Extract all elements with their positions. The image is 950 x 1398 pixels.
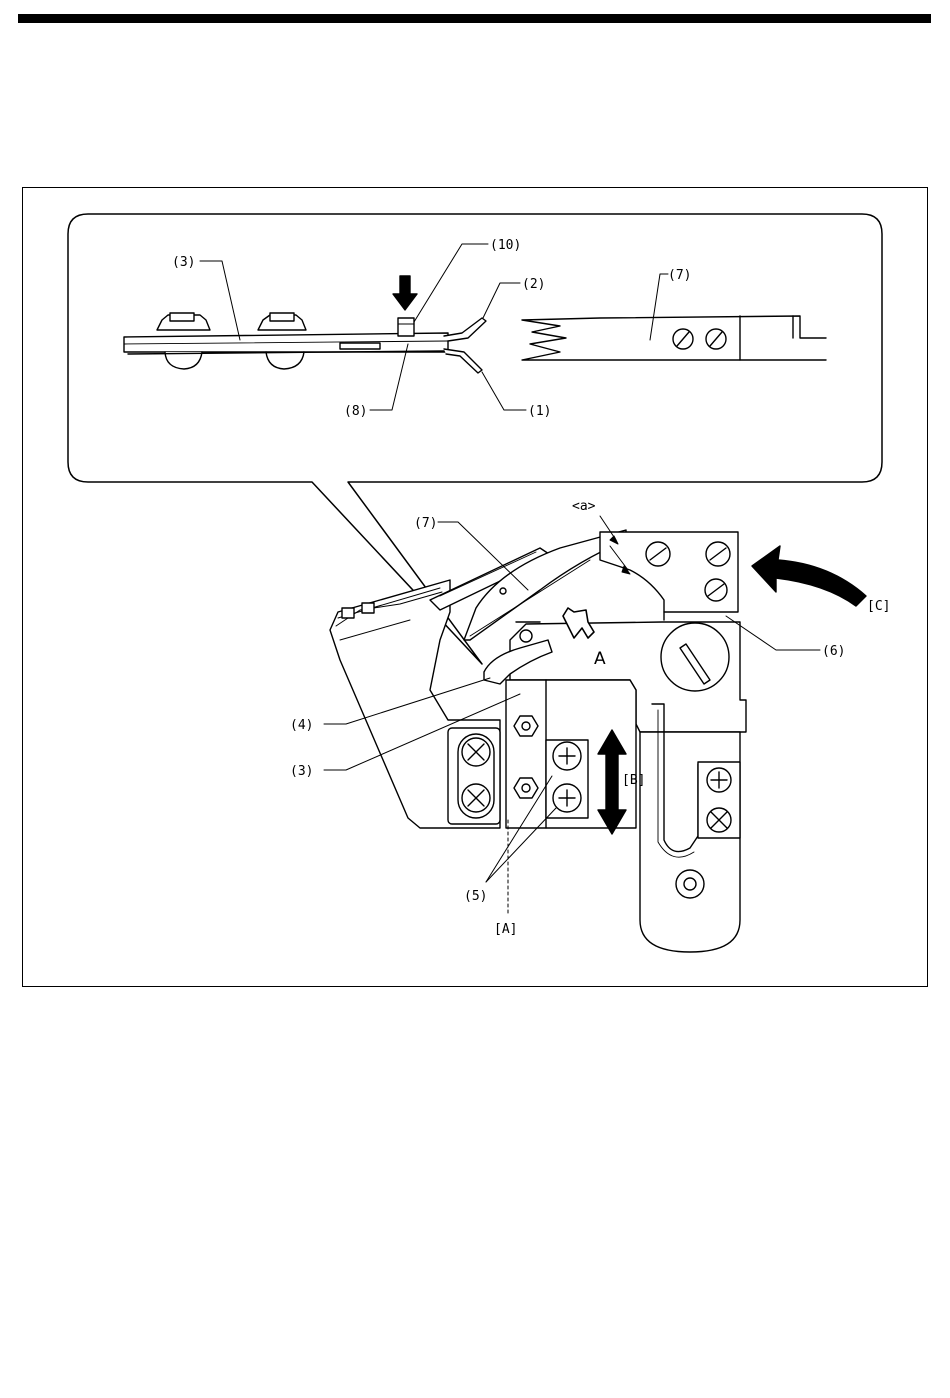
label-main-7: (7) <box>414 516 437 531</box>
detail-callout <box>68 214 882 664</box>
label-main-6: (6) <box>822 644 845 659</box>
label-main-3: (3) <box>290 764 313 779</box>
label-main-C: [C] <box>867 599 890 614</box>
label-main-B: [B] <box>622 773 645 788</box>
label-main-4: (4) <box>290 718 313 733</box>
label-detail-3: (3) <box>172 255 195 270</box>
label-detail-7: (7) <box>668 268 691 283</box>
label-main-A-ref: [A] <box>494 922 517 937</box>
main-assembly <box>330 530 746 952</box>
arrow-C <box>752 546 866 606</box>
label-detail-2: (2) <box>522 277 545 292</box>
label-main-a: <a> <box>572 499 596 514</box>
label-detail-8: (8) <box>344 404 367 419</box>
label-view-A: A <box>594 649 606 669</box>
label-detail-10: (10) <box>490 238 521 253</box>
label-main-5: (5) <box>464 889 487 904</box>
label-detail-1: (1) <box>528 404 551 419</box>
